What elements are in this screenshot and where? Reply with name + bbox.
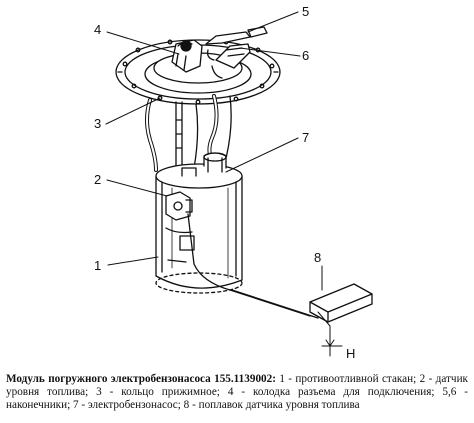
- callout-7: 7: [302, 130, 309, 145]
- connector-block: [171, 39, 203, 73]
- callout-3: 3: [94, 116, 101, 131]
- dimension-h-label: H: [346, 346, 355, 361]
- callout-8: 8: [314, 250, 321, 265]
- fuel-fitting-6: [211, 43, 251, 79]
- caption-text: 1 - противоотливной стакан; 2 - датчик у…: [6, 373, 468, 412]
- callout-5: 5: [302, 4, 309, 19]
- callout-6: 6: [302, 48, 309, 63]
- float: [309, 283, 373, 323]
- fuel-pump-module-diagram: 1 2 3 4 5 6 7 8 H: [94, 4, 373, 361]
- figure-caption: Модуль погружного электробензонасоса 155…: [6, 373, 468, 413]
- reservoir-canister: [155, 152, 243, 294]
- caption-title: Модуль погружного электробензонасоса 155…: [6, 373, 276, 385]
- fuel-level-sensor: [165, 191, 193, 221]
- leader-lines: [105, 11, 323, 291]
- callout-4: 4: [94, 22, 101, 37]
- float-arm: [187, 213, 319, 319]
- dimension-h: [317, 311, 343, 357]
- callout-2: 2: [94, 172, 101, 187]
- callout-1: 1: [94, 258, 101, 273]
